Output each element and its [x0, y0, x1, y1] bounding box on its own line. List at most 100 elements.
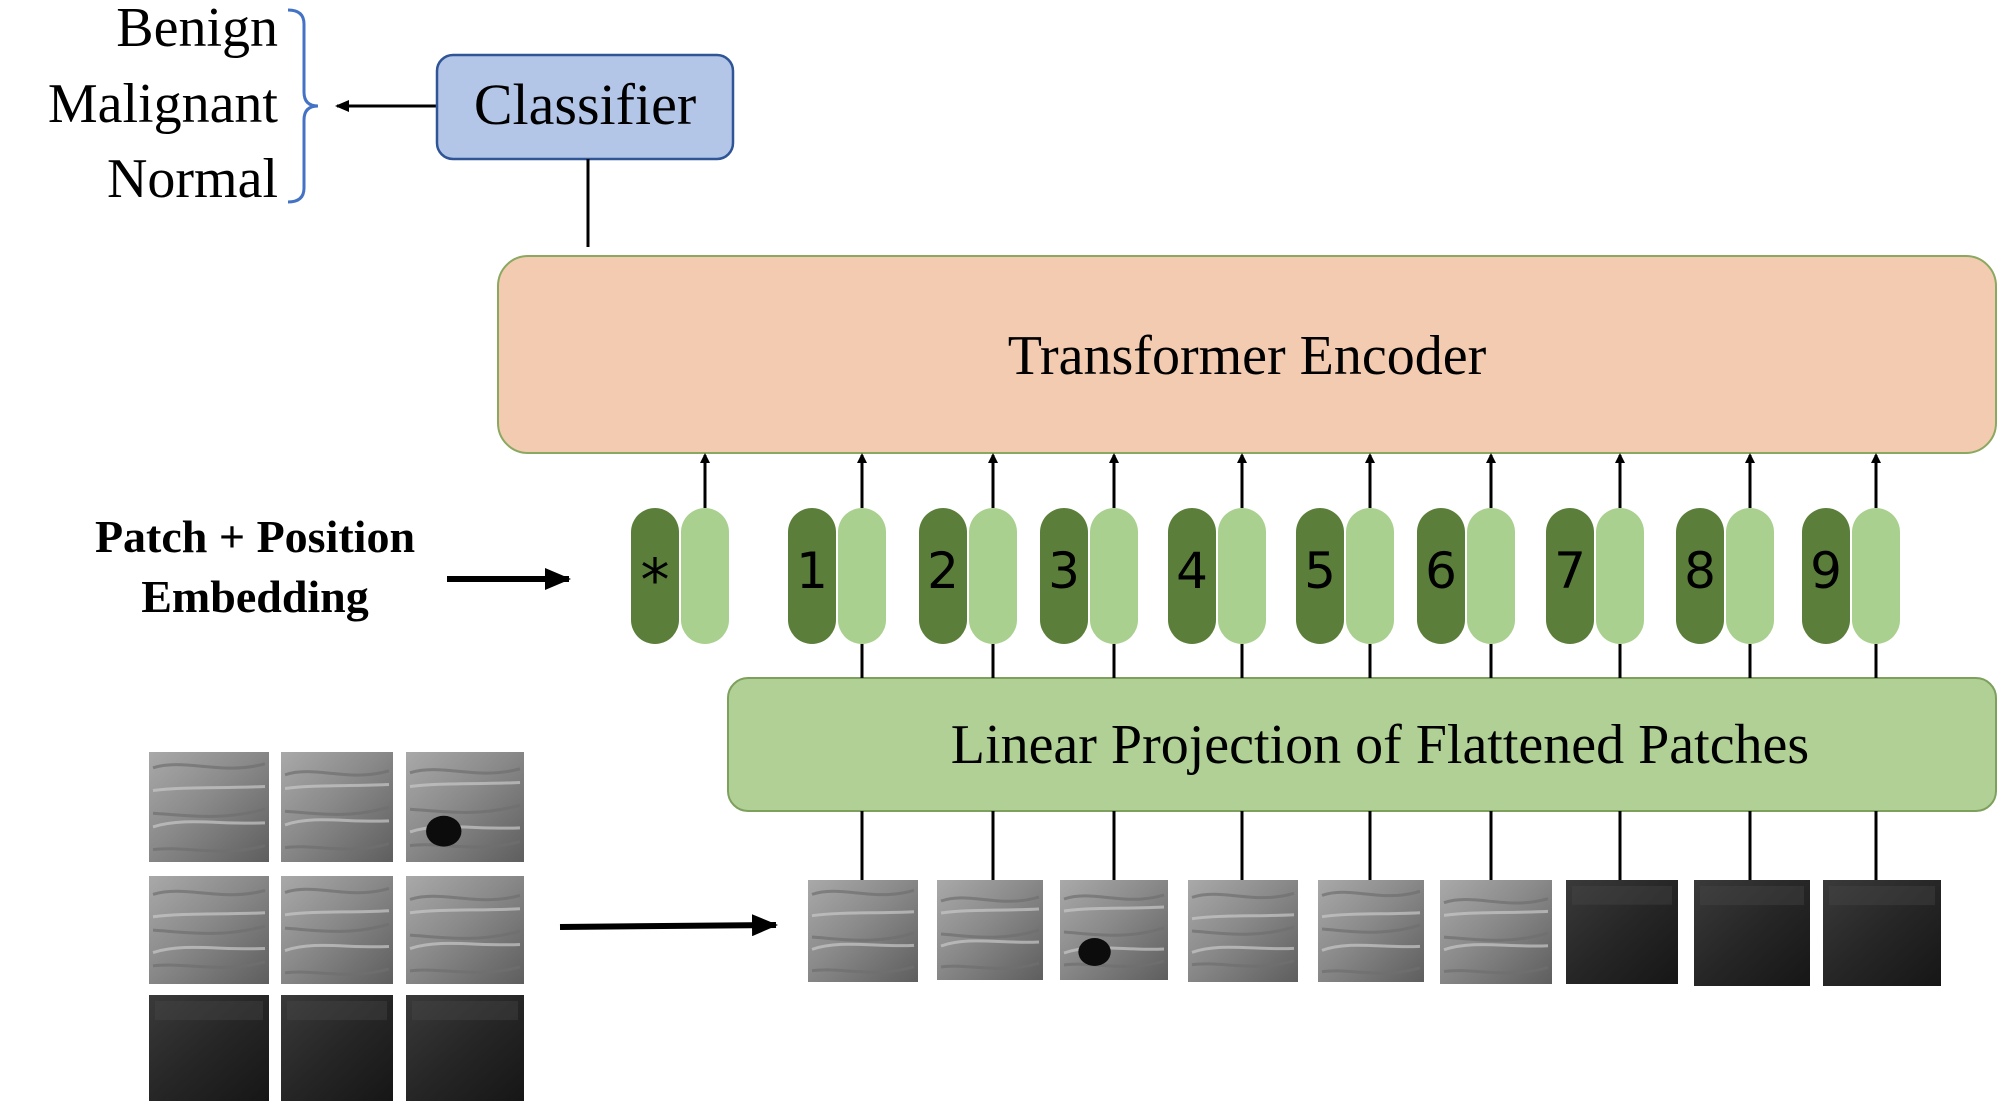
position-embedding-pill [969, 508, 1017, 644]
token-2: 2 [919, 453, 1017, 880]
tissue-streak [1321, 923, 1421, 934]
patchify-arrow [559, 914, 778, 937]
grid-patch-6 [406, 876, 524, 984]
tissue-streak [1443, 966, 1549, 975]
grid-patch-5 [281, 876, 393, 984]
token-class: * [631, 453, 729, 644]
tissue-streak [409, 893, 521, 902]
tissue-streak [1443, 931, 1549, 942]
tissue-streak [811, 965, 915, 974]
tissue-streak [1321, 966, 1421, 975]
tissue-streak [1191, 945, 1295, 954]
patch-image [281, 752, 393, 862]
grid-patch-1 [149, 752, 269, 862]
patch-image [149, 995, 269, 1101]
flat-patch-8 [1694, 880, 1810, 986]
tissue-streak [152, 924, 266, 935]
tissue-streak [284, 887, 390, 895]
token-index-label: 1 [796, 542, 828, 600]
tissue-streak [1443, 909, 1549, 917]
position-embedding-pill [1726, 508, 1774, 644]
tissue-streak [940, 907, 1040, 915]
noise-band [1572, 886, 1672, 905]
classifier-label: Classifier [474, 72, 696, 137]
patch-image [406, 876, 524, 984]
noise-band [287, 1001, 387, 1021]
grid-patch-9 [406, 995, 524, 1101]
patch-image [149, 752, 269, 862]
transformer-encoder-box [497, 255, 1997, 454]
patch-embedding-pill [1546, 508, 1594, 644]
tissue-streak [1063, 893, 1165, 901]
patch-embedding-pill [919, 508, 967, 644]
patch-image [1823, 880, 1941, 986]
tissue-streak [1321, 911, 1421, 919]
patch-image [281, 995, 393, 1101]
tissue-streak [152, 888, 266, 897]
tissue-streak [811, 931, 915, 942]
noise-band [1700, 886, 1804, 906]
embedding-label-line2: Embedding [141, 571, 369, 622]
patch-embedding-pill [788, 508, 836, 644]
patch-embedding-pill [1417, 508, 1465, 644]
patch-embedding-pill [631, 508, 679, 644]
token-9: 9 [1802, 453, 1900, 880]
lesion-mark [1078, 938, 1111, 966]
grid-patch-2 [281, 752, 393, 862]
grid-patch-3 [406, 752, 524, 862]
tissue-streak [1321, 889, 1421, 898]
token-6: 6 [1417, 453, 1515, 880]
token-index-label: 9 [1810, 542, 1842, 600]
tissue-streak [1191, 925, 1295, 936]
class-group-bracket [287, 8, 319, 204]
tissue-streak [152, 762, 266, 770]
tissue-streak [284, 783, 390, 790]
patch-embedding-pill [1040, 508, 1088, 644]
tissue-streak [152, 960, 266, 969]
class-label-benign: Benign [116, 0, 278, 59]
token-index-label: 8 [1684, 542, 1716, 600]
tissue-streak [1063, 905, 1165, 913]
tissue-streak [1443, 897, 1549, 905]
flattened-patch-sequence [808, 880, 1941, 986]
tissue-streak [1191, 913, 1295, 921]
position-embedding-pill [1218, 508, 1266, 644]
tissue-streak [409, 767, 521, 775]
token-index-label: 2 [927, 542, 959, 600]
tissue-streak [1191, 959, 1295, 968]
flat-patch-2 [937, 880, 1043, 980]
flat-patch-6 [1440, 880, 1552, 984]
tissue-streak [284, 818, 390, 827]
token-index-label: 4 [1176, 542, 1208, 600]
tissue-streak [1321, 943, 1421, 952]
embedding-label-line1: Patch + Position [95, 511, 415, 562]
transformer-encoder-label: Transformer Encoder [1008, 325, 1487, 387]
tissue-streak [284, 967, 390, 976]
tissue-streak [152, 807, 266, 818]
tissue-streak [284, 769, 390, 777]
token-1: 1 [788, 453, 886, 880]
token-3: 3 [1040, 453, 1138, 880]
tissue-streak [409, 840, 521, 849]
noise-band [412, 1001, 518, 1021]
patch-embedding-pill [1296, 508, 1344, 644]
tissue-streak [284, 909, 390, 917]
tissue-streak [284, 805, 390, 816]
tissue-streak [152, 785, 266, 792]
tissue-streak [284, 922, 390, 933]
tissue-streak [1063, 926, 1165, 937]
tissue-streak [152, 945, 266, 954]
grid-patch-4 [149, 876, 269, 984]
tissue-streak [940, 939, 1040, 948]
token-index-label: 5 [1304, 542, 1336, 600]
token-7: 7 [1546, 453, 1644, 880]
position-embedding-pill [1596, 508, 1644, 644]
tissue-streak [940, 895, 1040, 903]
linear-projection-label: Linear Projection of Flattened Patches [951, 714, 1809, 776]
tissue-streak [940, 961, 1040, 970]
token-4: 4 [1168, 453, 1266, 880]
flat-patch-5 [1318, 880, 1424, 982]
flat-patch-3 [1060, 880, 1168, 980]
